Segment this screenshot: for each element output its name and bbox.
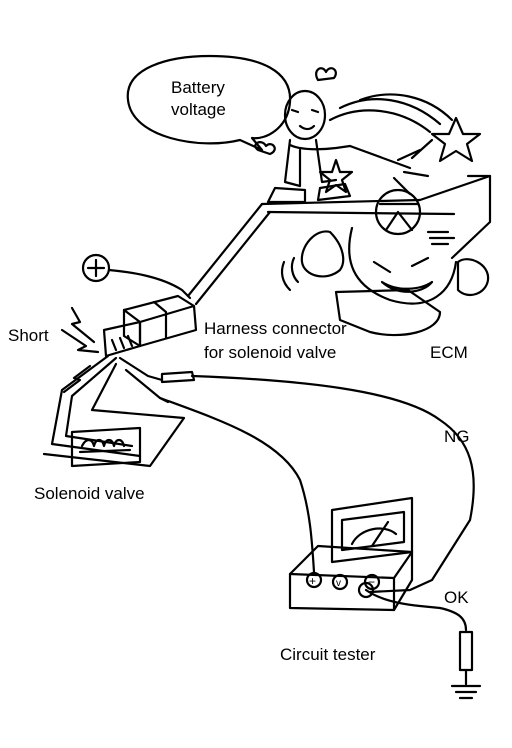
ok-label: OK <box>444 588 469 607</box>
tester-plus-icon: + <box>309 574 316 588</box>
harness-label-line1: Harness connector <box>204 319 347 338</box>
circuit-tester-label: Circuit tester <box>280 645 376 664</box>
harness-connector <box>102 294 198 358</box>
spark-star-icon <box>318 116 482 194</box>
solenoid-wires <box>42 354 186 468</box>
ecm-box <box>260 174 492 260</box>
solenoid-valve-label: Solenoid valve <box>34 484 145 503</box>
ng-label: NG <box>444 427 470 446</box>
short-label: Short <box>8 326 49 345</box>
harness-label-line2: for solenoid valve <box>204 343 336 362</box>
ecm-label: ECM <box>430 343 468 362</box>
speech-bubble <box>126 54 292 152</box>
circuit-tester <box>288 496 414 612</box>
bubble-label-voltage: voltage <box>171 100 226 119</box>
bubble-label-battery: Battery <box>171 78 225 97</box>
ground-lead <box>364 588 482 700</box>
solenoid-valve <box>70 426 142 468</box>
technician-figure <box>254 67 454 204</box>
tester-v-icon: v <box>336 578 341 589</box>
ecm-harness-wire <box>186 202 272 306</box>
tester-minus-icon: − <box>368 575 375 589</box>
ecm-character <box>280 226 490 337</box>
probe-leads <box>118 356 475 594</box>
battery-positive-icon <box>81 253 192 300</box>
